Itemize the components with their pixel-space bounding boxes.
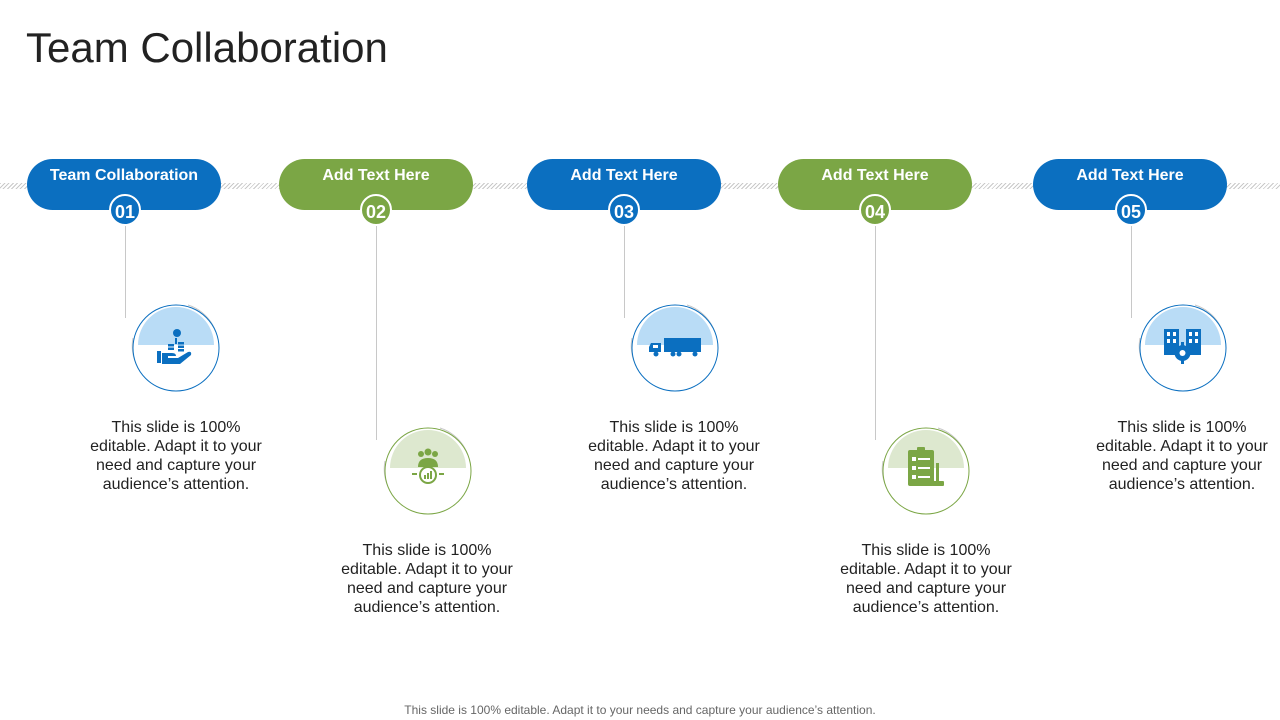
truck-icon (649, 338, 701, 357)
footer-note: This slide is 100% editable. Adapt it to… (404, 703, 876, 717)
step-5-description: This slide is 100% editable. Adapt it to… (1096, 419, 1268, 493)
step-2-icon-badge (380, 421, 480, 521)
step-3-description: This slide is 100% editable. Adapt it to… (588, 419, 760, 493)
connector-line (624, 226, 625, 318)
step-5-icon-badge (1135, 298, 1235, 398)
step-4-number: 04 (859, 194, 891, 226)
checklist-icon (908, 447, 944, 486)
page-title: Team Collaboration (26, 24, 388, 71)
connector-line (1131, 226, 1132, 318)
connector-line (875, 226, 876, 440)
step-1-icon-badge (128, 298, 228, 398)
step-4-label: Add Text Here (821, 167, 929, 184)
step-3-icon-badge (627, 298, 727, 398)
step-1-description: This slide is 100% editable. Adapt it to… (90, 419, 262, 493)
step-4-icon-badge (878, 421, 978, 521)
connector-line (376, 226, 377, 440)
team-chart-icon (412, 448, 444, 484)
step-2-number: 02 (360, 194, 392, 226)
step-5-label: Add Text Here (1076, 167, 1184, 184)
step-2-label: Add Text Here (322, 167, 430, 184)
step-5-number: 05 (1115, 194, 1147, 226)
step-3-label: Add Text Here (570, 167, 678, 184)
step-3-number: 03 (608, 194, 640, 226)
connector-line (125, 226, 126, 318)
step-1-label: Team Collaboration (49, 167, 199, 184)
building-gear-icon (1164, 329, 1201, 364)
step-4-description: This slide is 100% editable. Adapt it to… (840, 542, 1012, 616)
step-1-number: 01 (109, 194, 141, 226)
hand-money-icon (157, 329, 192, 364)
step-2-description: This slide is 100% editable. Adapt it to… (341, 542, 513, 616)
